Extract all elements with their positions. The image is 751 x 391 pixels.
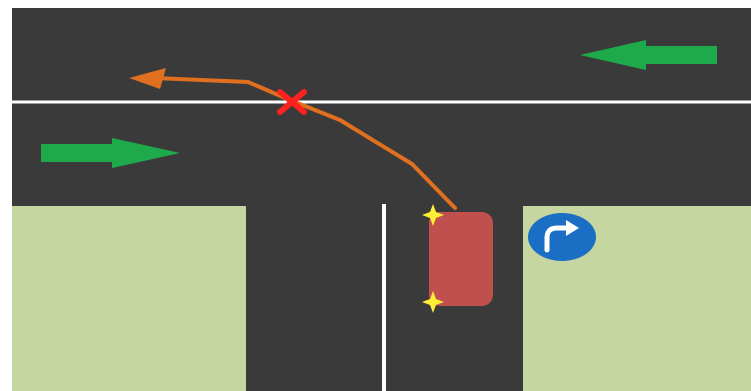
turn-right-arrow-icon	[544, 225, 571, 253]
path-arrowhead-icon	[129, 68, 166, 89]
right-turn-sign	[528, 213, 596, 261]
car	[429, 212, 493, 306]
turn-signal-rear-icon	[422, 291, 444, 313]
traffic-arrow-left	[580, 40, 717, 70]
turn-right-arrowhead-icon	[566, 220, 579, 236]
conflict-x-icon	[277, 89, 307, 115]
road-main	[12, 8, 751, 206]
grass-left	[12, 206, 246, 391]
traffic-arrow-right	[41, 138, 180, 168]
turn-signal-front-icon	[422, 204, 444, 226]
turn-path	[153, 76, 457, 210]
sign-background	[528, 213, 596, 261]
